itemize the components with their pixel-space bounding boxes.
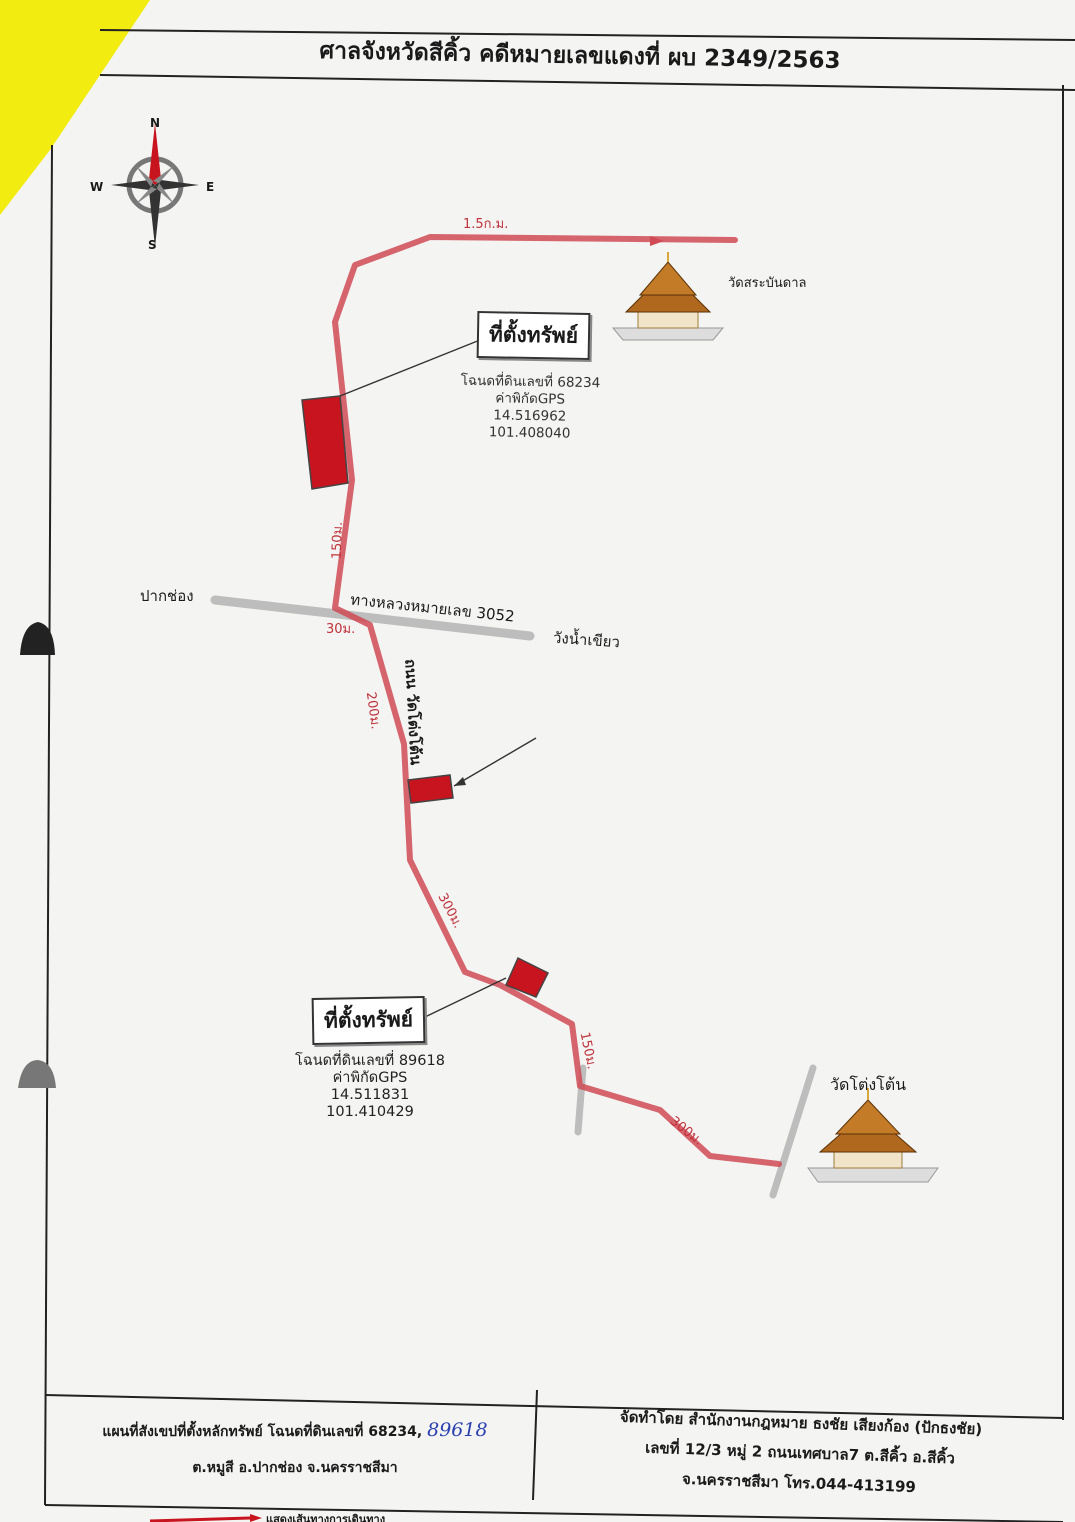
temple-bottom-icon <box>807 1088 939 1183</box>
frame-top-line-1 <box>99 29 1075 41</box>
footer-left-line2: ต.หมูสี อ.ปากช่อง จ.นครราชสีมา <box>192 1460 398 1476</box>
compass-e-label: E <box>206 180 215 194</box>
parcel-68234 <box>301 395 349 490</box>
frame-top-line-2 <box>99 74 1075 91</box>
highlighter-corner <box>0 0 150 215</box>
route-arrow-top <box>650 236 664 246</box>
compass-rose <box>111 123 199 247</box>
frame-footer-top <box>44 1394 1064 1419</box>
frame-footer-bottom <box>44 1504 1064 1522</box>
pointer-line-3 <box>424 977 507 1018</box>
temple-bottom-label: วัดโต่งโต้น <box>830 1075 907 1094</box>
legend-route-arrow <box>250 1514 262 1522</box>
footer-left-line1: แผนที่สังเขปที่ตั้งหลักทรัพย์ โฉนดที่ดิน… <box>102 1424 423 1440</box>
footer-left-line1-wrap: แผนที่สังเขปที่ตั้งหลักทรัพย์ โฉนดที่ดิน… <box>55 1412 535 1450</box>
property-2-lng: 101.410429 <box>326 1104 414 1120</box>
highway-3052 <box>210 595 535 641</box>
property-2-info: โฉนดที่ดินเลขที่ 89618 ค่าพิกัดGPS 14.51… <box>270 1053 470 1121</box>
footer-right: จัดทำโดย สำนักงานกฎหมาย ธงชัย เสียงก้อง … <box>544 1399 1057 1507</box>
distance-150-upper: 150ม. <box>329 521 346 560</box>
pointer-line-1 <box>339 339 481 397</box>
property-1-box: ที่ตั้งทรัพย์ <box>476 311 591 360</box>
distance-30: 30ม. <box>326 622 356 637</box>
pointer-line-2 <box>453 737 537 787</box>
compass-n-label: N <box>150 116 161 130</box>
footer-left-handwritten: 89618 <box>427 1419 488 1441</box>
property-2-lat: 14.511831 <box>330 1087 410 1103</box>
temple-top-icon <box>611 252 725 341</box>
frame-footer-divider <box>532 1389 538 1501</box>
legend-text: แสดงเส้นทางการเดินทาง <box>266 1513 386 1522</box>
binder-hole-2 <box>18 1060 56 1088</box>
footer-left: แผนที่สังเขปที่ตั้งหลักทรัพย์ โฉนดที่ดิน… <box>55 1412 535 1486</box>
property-1-lng: 101.408040 <box>488 424 571 442</box>
legend-route-line <box>149 1516 251 1522</box>
property-2-box: ที่ตั้งทรัพย์ <box>311 996 426 1045</box>
property-1-deed: โฉนดที่ดินเลขที่ 68234 <box>460 372 601 392</box>
route-line <box>332 234 782 1167</box>
place-pak-chong: ปากช่อง <box>140 587 194 605</box>
pointer-arrow-2 <box>454 777 466 786</box>
cross-road-lower <box>574 1064 587 1136</box>
place-wang-nam-khiao: วังน้ำเขียว <box>552 628 621 652</box>
property-2-gps-label: ค่าพิกัดGPS <box>332 1070 408 1086</box>
compass-s-label: S <box>148 238 157 252</box>
distance-top: 1.5ก.ม. <box>463 217 509 232</box>
cross-road-temple <box>769 1064 817 1199</box>
frame-left-line <box>44 144 53 1506</box>
property-1-info: โฉนดที่ดินเลขที่ 68234 ค่าพิกัดGPS 14.51… <box>429 372 630 443</box>
compass-w-label: W <box>90 180 104 194</box>
parcel-small <box>407 774 454 804</box>
binder-hole-1 <box>20 622 55 655</box>
parcel-89618 <box>504 956 550 998</box>
temple-top-label: วัดสระบันดาล <box>728 276 807 291</box>
property-2-deed: โฉนดที่ดินเลขที่ 89618 <box>295 1053 445 1069</box>
